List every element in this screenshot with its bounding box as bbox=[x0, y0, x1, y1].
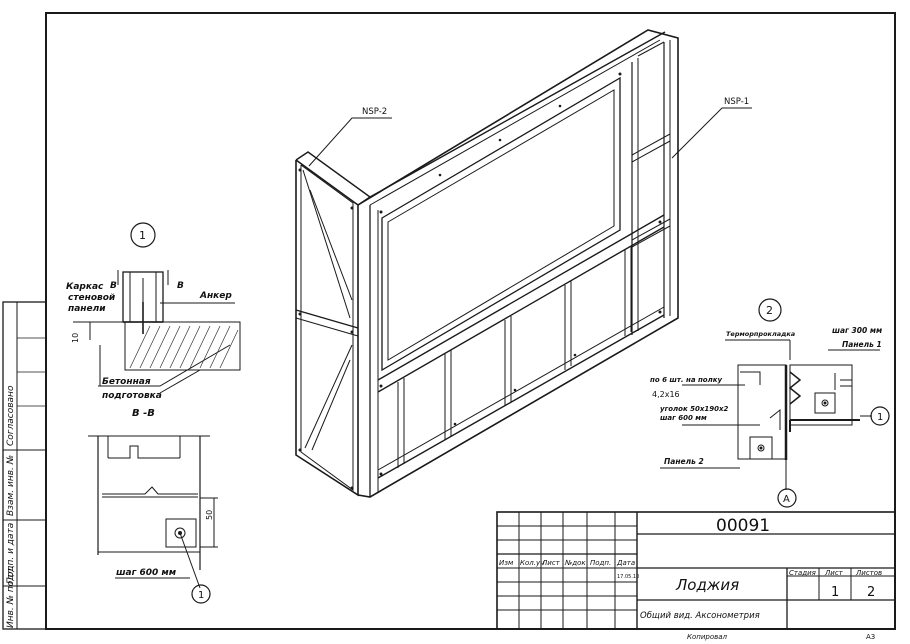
detail2-panel2: Панель 2 bbox=[664, 457, 704, 466]
detail2-callout-a: A bbox=[783, 494, 790, 505]
detail1-karkas-2: стеновой bbox=[68, 293, 116, 303]
section-bb: В -В 50 шаг 600 мм 1 bbox=[88, 408, 218, 604]
tb-name: Лоджия bbox=[675, 576, 739, 594]
detail2-step300: шаг 300 мм bbox=[832, 326, 882, 335]
strip-podp: Подп. и дата bbox=[6, 523, 16, 584]
tb-sheets-value: 2 bbox=[867, 585, 875, 600]
tb-sheet-title: Общий вид. Аксонометрия bbox=[640, 611, 760, 621]
section-bb-callout: 1 bbox=[198, 590, 204, 601]
detail1-ankor: Анкер bbox=[199, 291, 232, 301]
detail2-panel1: Панель 1 bbox=[842, 340, 882, 349]
tb-header-kol: Кол.уч bbox=[520, 559, 544, 567]
tb-stage-label: Стадия bbox=[789, 569, 816, 577]
tb-header-data: Дата bbox=[616, 559, 635, 567]
strip-soglasovano: Согласовано bbox=[6, 385, 16, 446]
title-number: 00091 bbox=[716, 516, 770, 536]
label-nsp1: NSP-1 bbox=[724, 97, 749, 107]
tb-header-dok: №док bbox=[564, 559, 586, 567]
detail1-karkas-3: панели bbox=[68, 304, 106, 314]
detail1-callout: 1 bbox=[139, 229, 146, 242]
strip-vzam: Взам. инв. № bbox=[6, 455, 16, 516]
detail2-ugolok1: уголок 50х190х2 bbox=[660, 405, 729, 413]
tb-format: А3 bbox=[866, 633, 875, 641]
tb-header-izm: Изм bbox=[499, 559, 514, 567]
detail1-beton-1: Бетонная bbox=[102, 377, 151, 387]
tb-copied: Копировал bbox=[687, 633, 728, 641]
detail1-beton-2: подготовка bbox=[102, 391, 162, 401]
detail2-termo: Терморпрокладка bbox=[726, 330, 795, 338]
section-bb-title: В -В bbox=[132, 408, 155, 419]
sheet-frame bbox=[2, 12, 896, 630]
detail1-dim10: 10 bbox=[71, 333, 80, 343]
detail2-screws1: по 6 шт. на полку bbox=[650, 376, 722, 384]
tb-date: 17.05.10 bbox=[617, 574, 639, 580]
detail1-b-right: В bbox=[177, 281, 184, 291]
detail2-callout-1: 1 bbox=[877, 412, 883, 423]
tb-header-list: Лист bbox=[541, 559, 561, 567]
detail-2: 2 Терморпрокладка шаг 300 мм Панель 1 по… bbox=[650, 298, 890, 508]
tb-sheets-label: Листов bbox=[855, 569, 882, 577]
detail-1: 1 Каркас стеновой панели В В Анкер 10 Бе… bbox=[66, 222, 241, 401]
tb-header-podp: Подп. bbox=[590, 559, 611, 567]
tb-sheet-label: Лист bbox=[824, 569, 844, 577]
section-bb-dim50: 50 bbox=[205, 510, 214, 520]
isometric-frame bbox=[295, 29, 752, 498]
section-bb-step: шаг 600 мм bbox=[116, 568, 177, 578]
detail1-b-left: В bbox=[110, 281, 117, 291]
detail2-callout: 2 bbox=[766, 304, 773, 317]
detail1-karkas-1: Каркас bbox=[66, 282, 104, 292]
strip-inv: Инв. № подл. bbox=[6, 566, 16, 628]
title-block bbox=[496, 511, 896, 630]
detail2-ugolok2: шаг 600 мм bbox=[660, 414, 707, 422]
label-nsp2: NSP-2 bbox=[362, 107, 387, 117]
tb-sheet-value: 1 bbox=[831, 585, 839, 600]
detail2-screws2: 4,2х16 bbox=[652, 390, 680, 399]
